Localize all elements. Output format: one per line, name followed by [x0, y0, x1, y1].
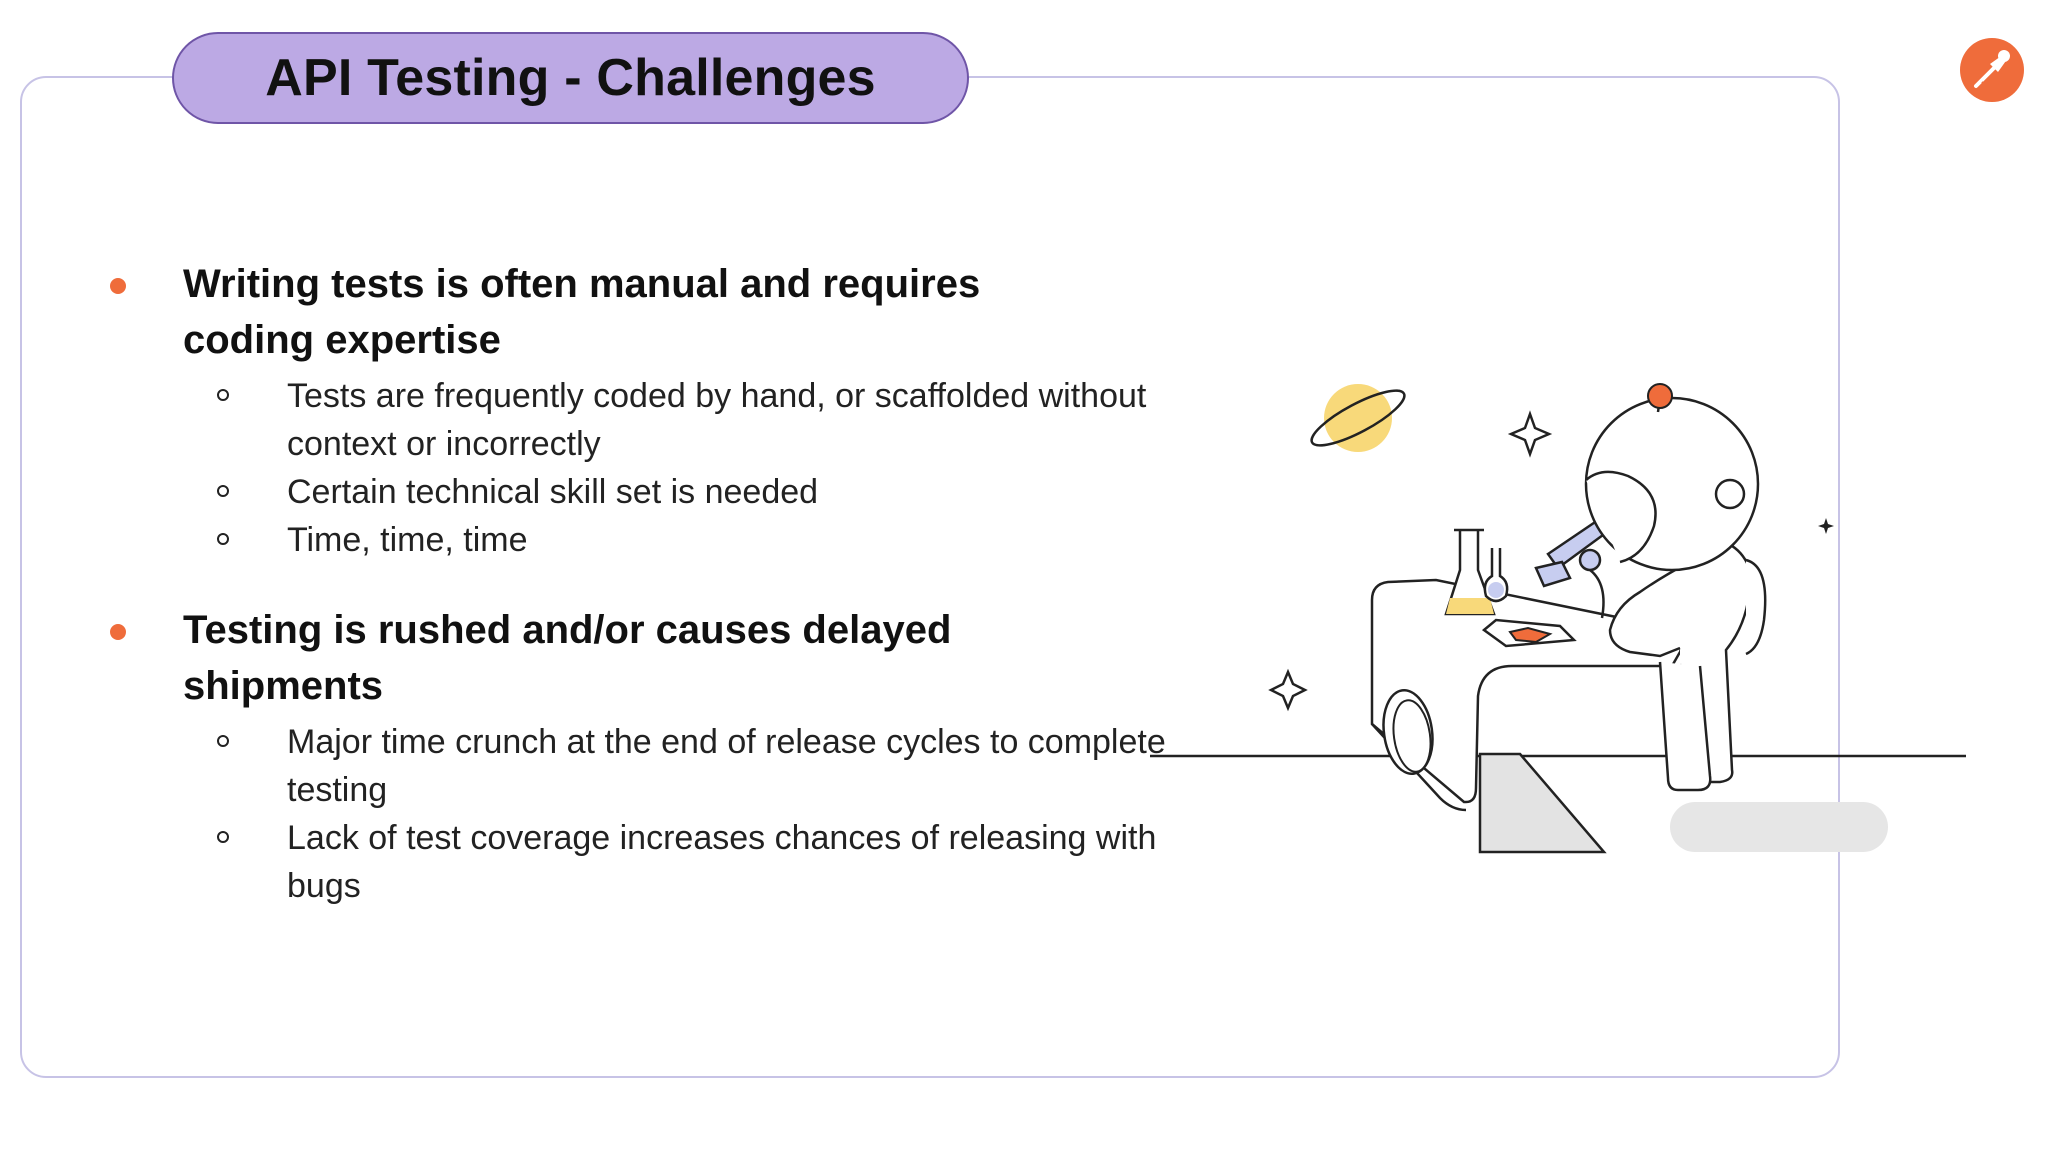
bullet-content: Writing tests is often manual and requir…: [100, 256, 1166, 910]
sub-list: Major time crunch at the end of release …: [100, 718, 1166, 910]
postman-logo-icon: [1960, 38, 2024, 102]
hollow-bullet-icon: [217, 831, 229, 843]
sub-item-text: Lack of test coverage increases chances …: [287, 819, 1157, 905]
bullet-dot-icon: [110, 624, 126, 640]
bullet-heading-text: Writing tests is often manual and requir…: [183, 262, 981, 362]
desk: [1370, 578, 1684, 854]
sub-list: Tests are frequently coded by hand, or s…: [100, 372, 1146, 564]
sub-item-text: Major time crunch at the end of release …: [287, 723, 1166, 809]
sub-item-text: Certain technical skill set is needed: [287, 473, 819, 511]
astronaut-figure: [1584, 383, 1767, 792]
bullet-heading: Testing is rushed and/or causes delayed …: [100, 602, 1100, 714]
section-rushed-testing: Testing is rushed and/or causes delayed …: [100, 602, 1166, 910]
sub-item: Time, time, time: [100, 516, 1167, 564]
slide-title: API Testing - Challenges: [265, 49, 876, 107]
planet-icon: [1310, 384, 1406, 452]
section-manual-tests: Writing tests is often manual and requir…: [100, 256, 1146, 564]
bullet-heading: Writing tests is often manual and requir…: [100, 256, 1100, 368]
sub-item: Lack of test coverage increases chances …: [100, 814, 1167, 910]
bullet-heading-text: Testing is rushed and/or causes delayed …: [183, 608, 952, 708]
sparkle-icon: [1818, 518, 1834, 534]
sparkle-icon: [1507, 410, 1553, 458]
hollow-bullet-icon: [217, 485, 229, 497]
hollow-bullet-icon: [217, 735, 229, 747]
astronaut-microscope-illustration: [1150, 383, 1966, 854]
sub-item: Tests are frequently coded by hand, or s…: [100, 372, 1167, 468]
sub-item: Certain technical skill set is needed: [100, 468, 1167, 516]
hollow-bullet-icon: [217, 533, 229, 545]
sub-item: Major time crunch at the end of release …: [100, 718, 1167, 814]
title-pill: API Testing - Challenges: [172, 32, 969, 124]
sub-item-text: Time, time, time: [287, 521, 528, 559]
sparkle-icon: [1268, 668, 1308, 712]
bullet-dot-icon: [110, 278, 126, 294]
sub-item-text: Tests are frequently coded by hand, or s…: [287, 377, 1147, 463]
flask-icon: [1444, 528, 1509, 616]
hollow-bullet-icon: [217, 389, 229, 401]
